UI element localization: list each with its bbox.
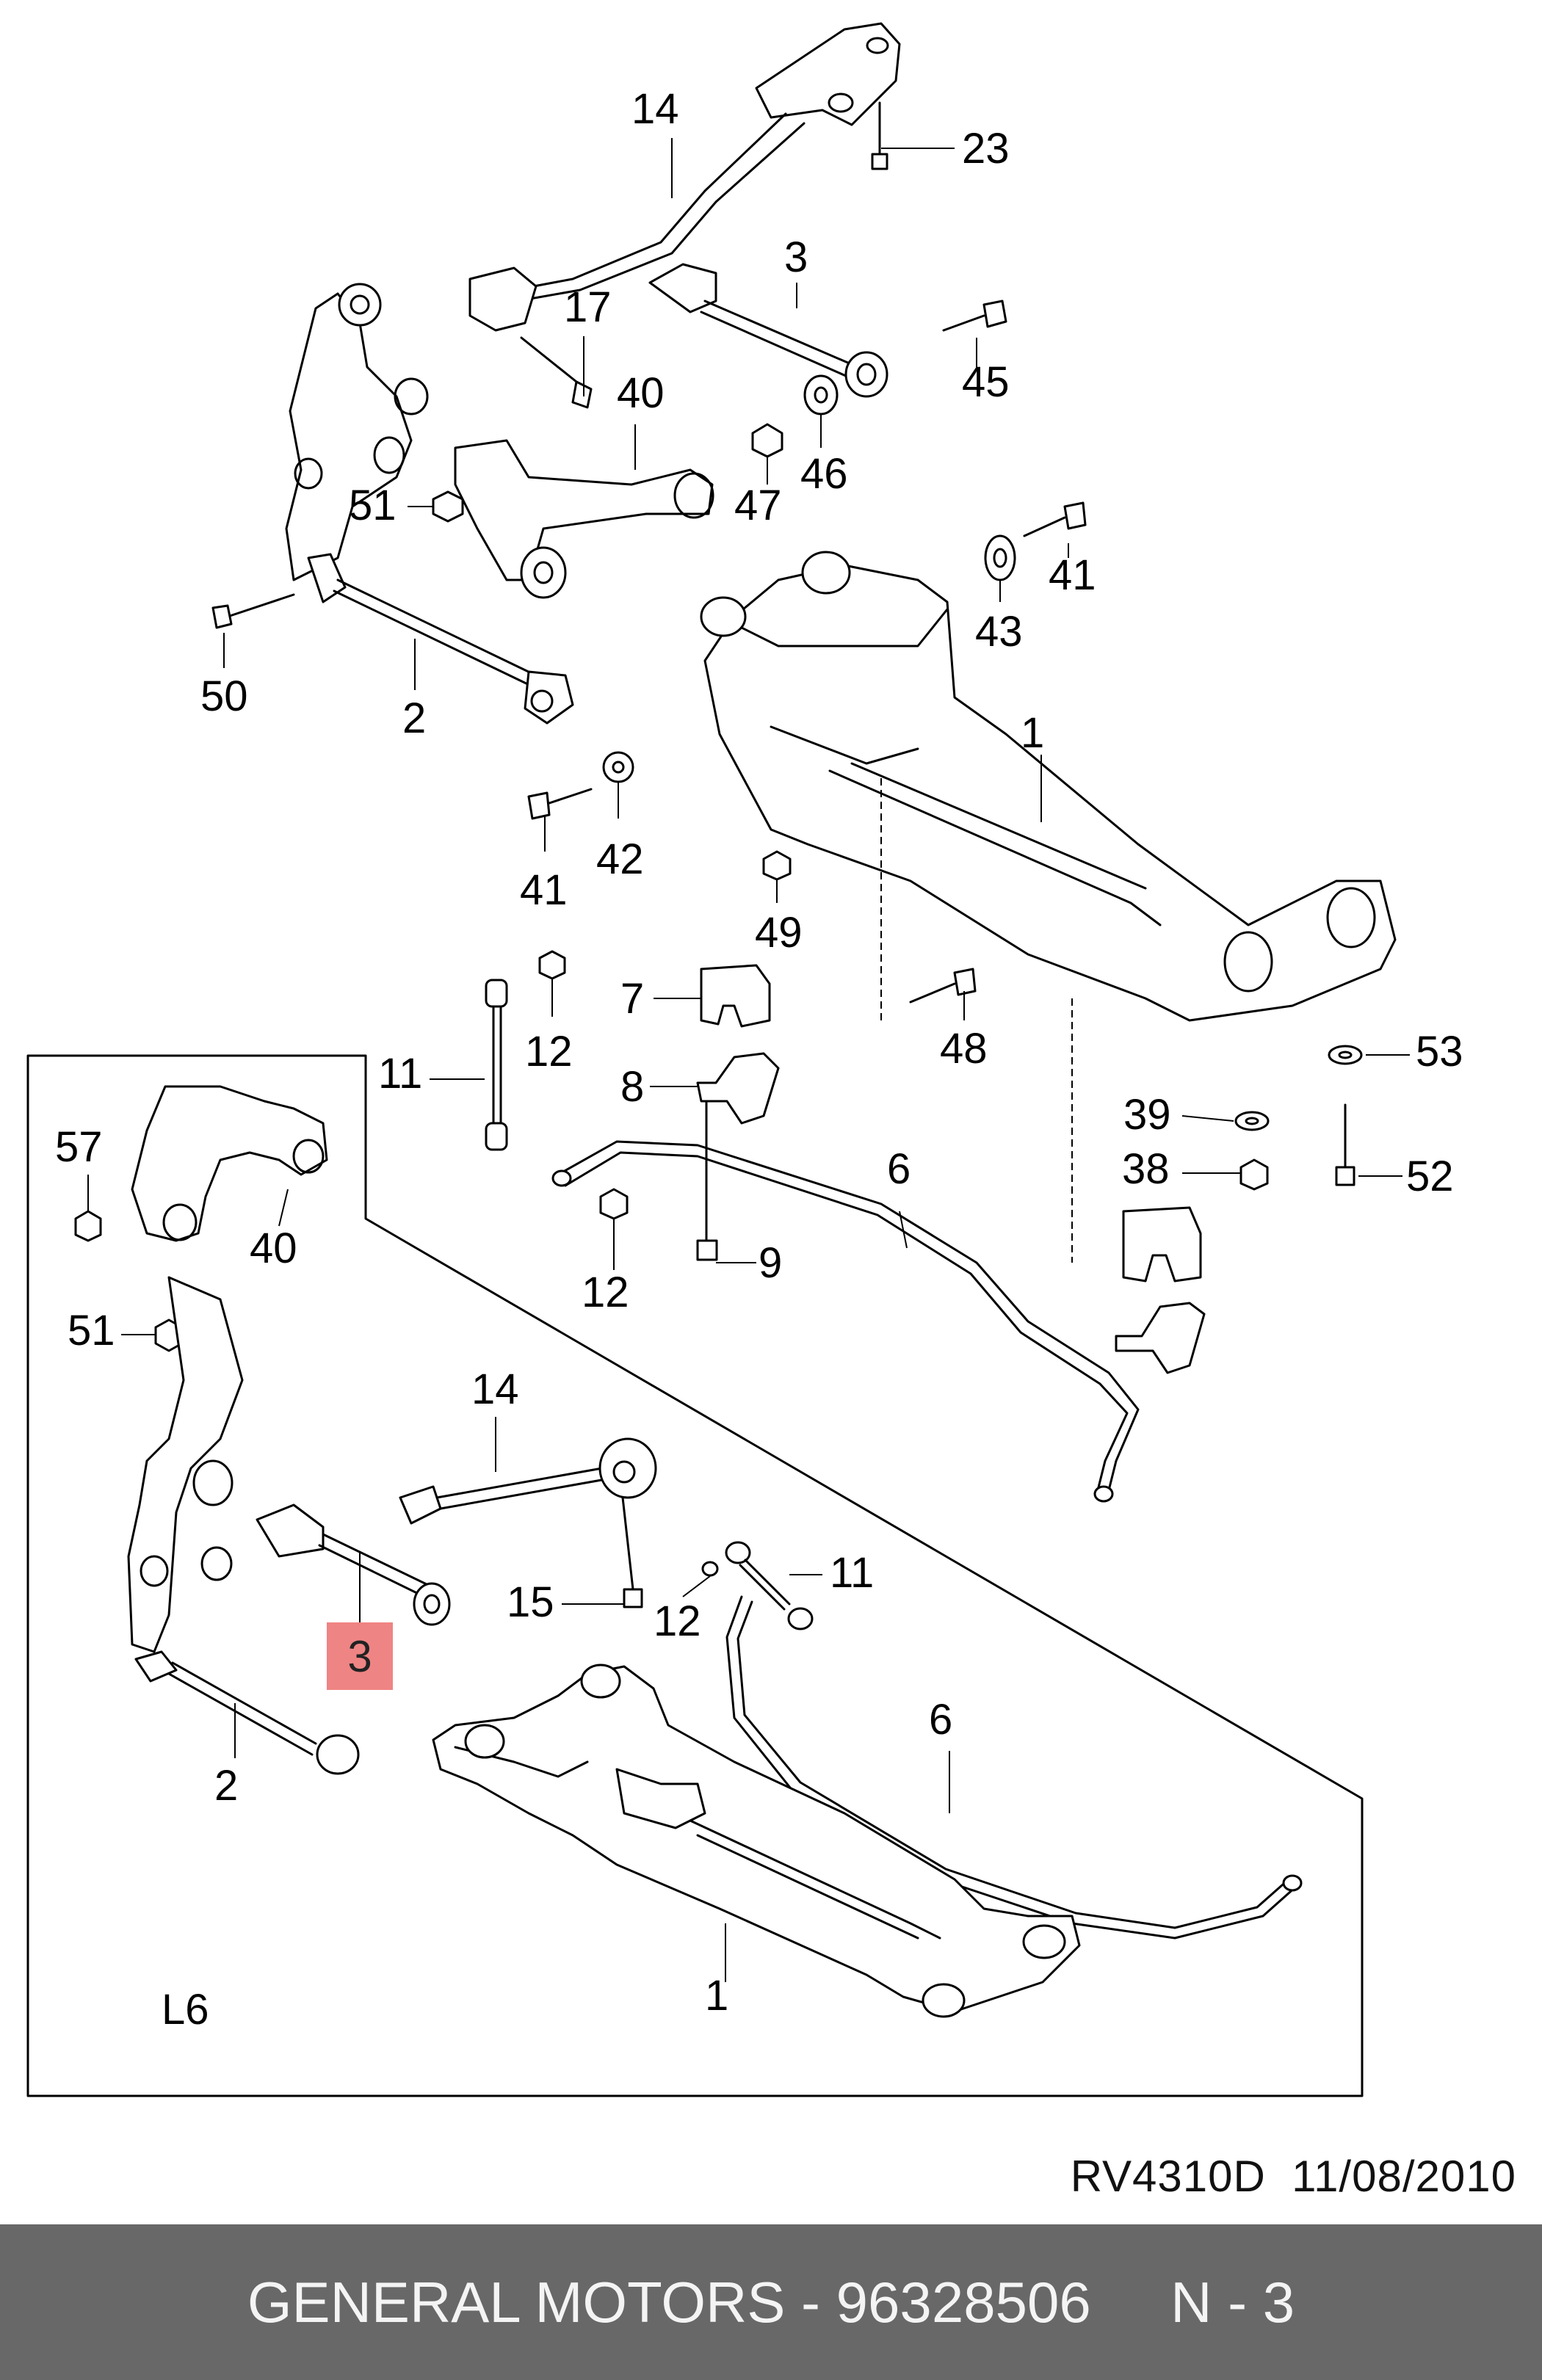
callout-7: 7 <box>620 975 644 1023</box>
callout-9: 9 <box>759 1239 782 1287</box>
callout-3-top: 3 <box>784 233 808 281</box>
callout-1-top: 1 <box>1021 709 1044 757</box>
link-2-part <box>307 553 574 725</box>
callout-46: 46 <box>800 450 848 498</box>
callout-12-inset: 12 <box>654 1597 701 1645</box>
callout-41-right: 41 <box>1049 551 1096 599</box>
exploded-parts-diagram: 14 23 3 17 45 40 46 47 51 41 43 50 2 1 4… <box>26 22 1463 2097</box>
callout-8: 8 <box>620 1063 644 1111</box>
bushing-7-part <box>700 964 771 1028</box>
link-3-inset-part <box>256 1503 451 1626</box>
callout-50: 50 <box>200 672 248 720</box>
callout-39: 39 <box>1123 1091 1171 1139</box>
callout-53: 53 <box>1416 1028 1463 1075</box>
callout-11-top: 11 <box>378 1050 422 1098</box>
stabilizer-bar-6-part <box>551 1140 1140 1503</box>
upper-link-14-part <box>468 22 901 332</box>
callout-49: 49 <box>755 909 803 957</box>
callout-45: 45 <box>962 358 1010 406</box>
nut-12-mid-part <box>599 1188 629 1220</box>
callout-2-top: 2 <box>402 694 426 742</box>
footer-bar: GENERAL MOTORS - 96328506 N - 3 <box>0 2224 1542 2380</box>
callout-41-left: 41 <box>520 866 568 914</box>
bolt-48-part <box>909 968 977 1004</box>
callout-47: 47 <box>734 482 782 529</box>
arm-40-inset-part <box>131 1085 328 1242</box>
washer-46-part <box>803 374 839 416</box>
bolt-41-left-part <box>527 788 593 820</box>
callout-51-top: 51 <box>349 482 397 529</box>
callout-2-inset: 2 <box>214 1762 238 1810</box>
callout-14-inset: 14 <box>471 1365 519 1413</box>
callout-52: 52 <box>1406 1153 1454 1200</box>
spare-bracket-part <box>1115 1302 1206 1374</box>
bolt-17-part <box>520 336 593 409</box>
nut-51-part <box>432 490 464 523</box>
callout-51-inset: 51 <box>68 1307 115 1354</box>
callout-23: 23 <box>962 125 1010 173</box>
bolt-50-part <box>211 593 295 629</box>
crossmember-1-inset-part <box>432 1664 1081 2018</box>
bolt-9-part <box>696 1100 718 1261</box>
stabilizer-link-11-inset-part <box>725 1541 814 1630</box>
bolt-41-right-part <box>1023 501 1087 537</box>
callout-17: 17 <box>564 283 612 331</box>
knuckle-inset-part <box>127 1276 244 1653</box>
washer-42-part <box>602 751 634 783</box>
highlight-marker <box>327 1622 393 1690</box>
bracket-8-part <box>696 1052 780 1125</box>
washer-39-part <box>1234 1111 1270 1131</box>
highlighted-callout-3: 3 <box>347 1631 372 1681</box>
stabilizer-link-11-part <box>485 979 508 1151</box>
nut-38-part <box>1239 1158 1269 1191</box>
nut-57-part <box>74 1210 102 1242</box>
washer-43-part <box>984 534 1016 581</box>
spare-bushing-part <box>1122 1206 1202 1282</box>
callout-40-inset: 40 <box>250 1225 297 1272</box>
nut-47-part <box>751 423 783 458</box>
nut-12-top-part <box>538 950 566 980</box>
nut-12-inset-part <box>701 1561 719 1577</box>
footer-text: GENERAL MOTORS - 96328506 N - 3 <box>247 2269 1295 2334</box>
link-2-inset-part <box>134 1650 360 1775</box>
callout-12-top: 12 <box>525 1028 573 1075</box>
bolt-45-part <box>942 300 1007 332</box>
callout-43: 43 <box>975 608 1023 656</box>
crossmember-1-part <box>700 551 1397 1022</box>
bolt-15-part <box>621 1496 643 1608</box>
callout-14-top: 14 <box>631 85 679 133</box>
knuckle-part <box>285 283 429 581</box>
callout-15: 15 <box>507 1578 554 1626</box>
callout-12-mid: 12 <box>582 1269 629 1316</box>
callout-48: 48 <box>940 1025 988 1073</box>
arm-40-part <box>454 439 714 599</box>
callout-57: 57 <box>55 1123 103 1171</box>
callout-1-inset: 1 <box>705 1972 728 2020</box>
variant-label: L6 <box>162 1986 209 2033</box>
bolt-23-part <box>871 101 888 170</box>
callout-6-inset: 6 <box>929 1696 952 1744</box>
nut-49-part <box>762 850 792 881</box>
callout-11-inset: 11 <box>830 1549 874 1597</box>
washer-53-part <box>1328 1045 1363 1065</box>
callout-40-top: 40 <box>617 369 665 417</box>
inset-frame <box>26 1054 1364 2097</box>
bolt-52-part <box>1335 1103 1355 1186</box>
callout-6-top: 6 <box>887 1145 911 1193</box>
link-14-inset-part <box>399 1437 657 1525</box>
drawing-reference: RV4310D 11/08/2010 <box>1070 2152 1516 2201</box>
callout-42: 42 <box>596 835 644 883</box>
link-3-part <box>648 263 888 398</box>
callout-38: 38 <box>1122 1145 1170 1193</box>
